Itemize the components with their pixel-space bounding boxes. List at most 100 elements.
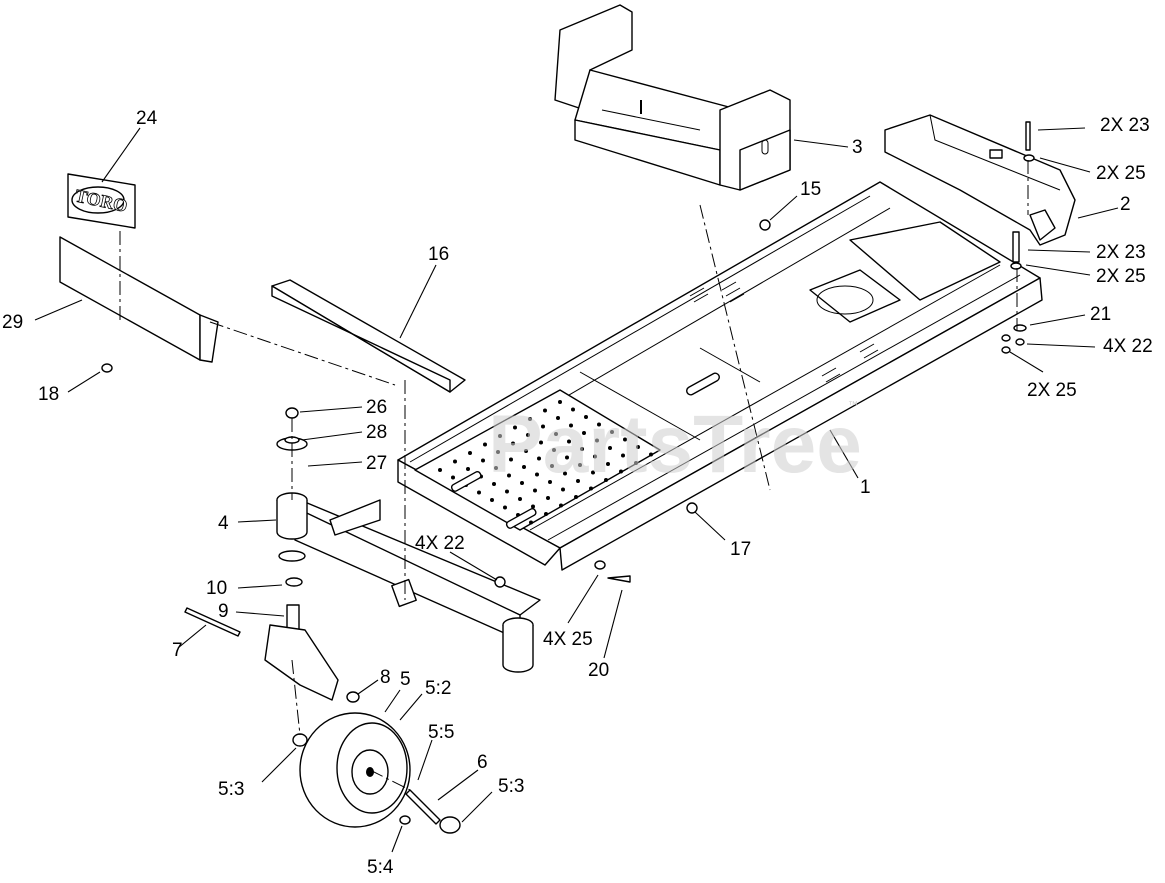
perforation-hole (606, 462, 610, 466)
perforation-hole (621, 453, 625, 458)
perforation-hole (552, 448, 556, 452)
perforation-hole (522, 465, 526, 469)
footrest-panel[interactable] (271, 279, 466, 393)
callout-21[interactable]: 21 (1090, 304, 1111, 325)
perforation-hole (520, 481, 524, 485)
callout-15[interactable]: 15 (800, 179, 821, 200)
callout-4x22-left[interactable]: 4X 22 (415, 533, 465, 554)
callout-17[interactable]: 17 (730, 539, 751, 560)
perforation-hole (541, 424, 545, 429)
callout-8[interactable]: 8 (380, 667, 391, 688)
perforation-hole (498, 434, 502, 438)
perforation-hole (593, 454, 597, 459)
perforation-hole (558, 400, 562, 404)
perforation-hole (539, 440, 543, 445)
seat-support-bracket[interactable] (554, 4, 791, 191)
perforation-hole (533, 488, 537, 493)
perforation-hole (526, 433, 530, 437)
callout-2x25-bottom[interactable]: 2X 25 (1027, 380, 1077, 401)
caster-wheel[interactable] (299, 712, 411, 828)
perforation-hole (524, 449, 528, 453)
callout-29[interactable]: 29 (2, 312, 23, 333)
perforation-hole (451, 475, 455, 480)
callout-16[interactable]: 16 (428, 244, 449, 265)
callout-27[interactable]: 27 (366, 453, 387, 474)
perforation-hole (544, 512, 548, 516)
leader-lines (34, 127, 1119, 853)
perforation-hole (438, 468, 442, 472)
perforation-hole (511, 441, 515, 446)
perforation-hole (496, 450, 500, 454)
callout-5-3-right[interactable]: 5:3 (498, 776, 524, 797)
perforation-hole (636, 445, 640, 449)
callout-24[interactable]: 24 (136, 108, 158, 129)
callout-9[interactable]: 9 (218, 601, 229, 622)
perforation-hole (509, 457, 513, 462)
callout-4x22-right[interactable]: 4X 22 (1103, 336, 1153, 357)
callout-2x23-lower[interactable]: 2X 23 (1096, 242, 1146, 263)
perforation-hole (589, 486, 593, 491)
perforation-hole (535, 472, 539, 477)
callout-20[interactable]: 20 (588, 660, 609, 681)
perforation-hole (548, 480, 552, 484)
perforation-hole (591, 470, 595, 475)
perforation-hole (528, 417, 532, 421)
perforation-hole (574, 495, 578, 499)
callout-2x25-upper[interactable]: 2X 25 (1096, 163, 1146, 184)
perforation-hole (554, 432, 558, 436)
caster-fork[interactable] (264, 604, 339, 701)
perforation-hole (556, 416, 560, 420)
callout-5-5[interactable]: 5:5 (428, 722, 454, 743)
perforation-hole (477, 490, 481, 495)
callout-3[interactable]: 3 (852, 137, 863, 158)
perforation-hole (529, 520, 533, 525)
callout-5-3-left[interactable]: 5:3 (218, 779, 244, 800)
callout-2[interactable]: 2 (1120, 194, 1131, 215)
callout-4[interactable]: 4 (218, 513, 229, 534)
perforation-hole (567, 439, 571, 444)
main-frame[interactable] (397, 181, 1043, 571)
perforation-hole (453, 459, 457, 464)
callout-2x23-upper[interactable]: 2X 23 (1100, 115, 1150, 136)
callout-18[interactable]: 18 (38, 384, 59, 405)
perforation-hole (513, 425, 517, 430)
callout-5-2[interactable]: 5:2 (425, 678, 451, 699)
callout-6[interactable]: 6 (477, 752, 488, 773)
perforation-hole (546, 496, 550, 500)
perforation-hole (584, 415, 588, 419)
callout-26[interactable]: 26 (366, 397, 387, 418)
perforation-hole (619, 469, 623, 474)
front-axle-bracket[interactable] (276, 492, 541, 673)
callout-5-4[interactable]: 5:4 (367, 857, 394, 878)
perforation-hole (468, 451, 472, 455)
perforation-hole (481, 458, 485, 463)
perforation-hole (466, 467, 470, 471)
alignment-lines (119, 160, 1029, 791)
callout-5[interactable]: 5 (400, 669, 411, 690)
perforation-hole (518, 497, 522, 501)
perforation-hole (503, 505, 507, 510)
floor-perforations (438, 400, 653, 525)
perforation-hole (597, 422, 601, 427)
perforation-hole (492, 482, 496, 486)
perforation-hole (505, 489, 509, 494)
perforation-hole (578, 463, 582, 467)
callout-7[interactable]: 7 (172, 640, 183, 661)
perforation-hole (507, 473, 511, 478)
perforation-hole (565, 455, 569, 460)
perforation-hole (595, 438, 599, 443)
front-panel[interactable] (59, 236, 219, 363)
callout-1[interactable]: 1 (860, 477, 871, 498)
callout-10[interactable]: 10 (206, 578, 227, 599)
perforation-hole (559, 503, 563, 508)
callout-2x25-lower[interactable]: 2X 25 (1096, 266, 1146, 287)
watermark: PartsTree (488, 399, 862, 490)
perforation-hole (537, 456, 541, 461)
toro-decal[interactable]: TORO (67, 173, 136, 229)
perforation-hole (531, 504, 535, 509)
callout-28[interactable]: 28 (366, 422, 387, 443)
perforation-hole (604, 478, 608, 482)
callout-4x25[interactable]: 4X 25 (543, 629, 593, 650)
